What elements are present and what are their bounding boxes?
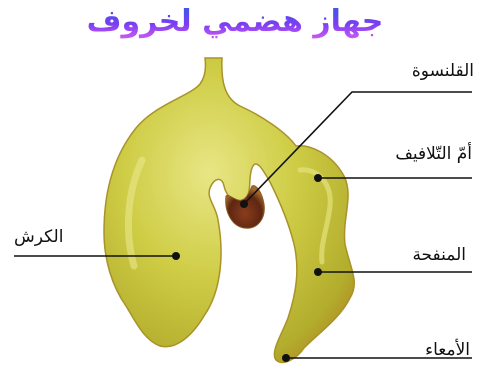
dot-rumen — [172, 252, 180, 260]
dot-omasum — [314, 174, 322, 182]
label-rumen: الكرش — [14, 226, 63, 248]
dot-abomasum — [314, 268, 322, 276]
dot-intestine — [282, 354, 290, 362]
label-abomasum: المنفحة — [412, 244, 466, 266]
label-omasum: أمّ التّلافيف — [395, 143, 472, 165]
dot-reticulum — [240, 200, 248, 208]
label-intestine: الأمعاء — [425, 339, 470, 361]
label-reticulum: القلنسوة — [412, 60, 474, 82]
